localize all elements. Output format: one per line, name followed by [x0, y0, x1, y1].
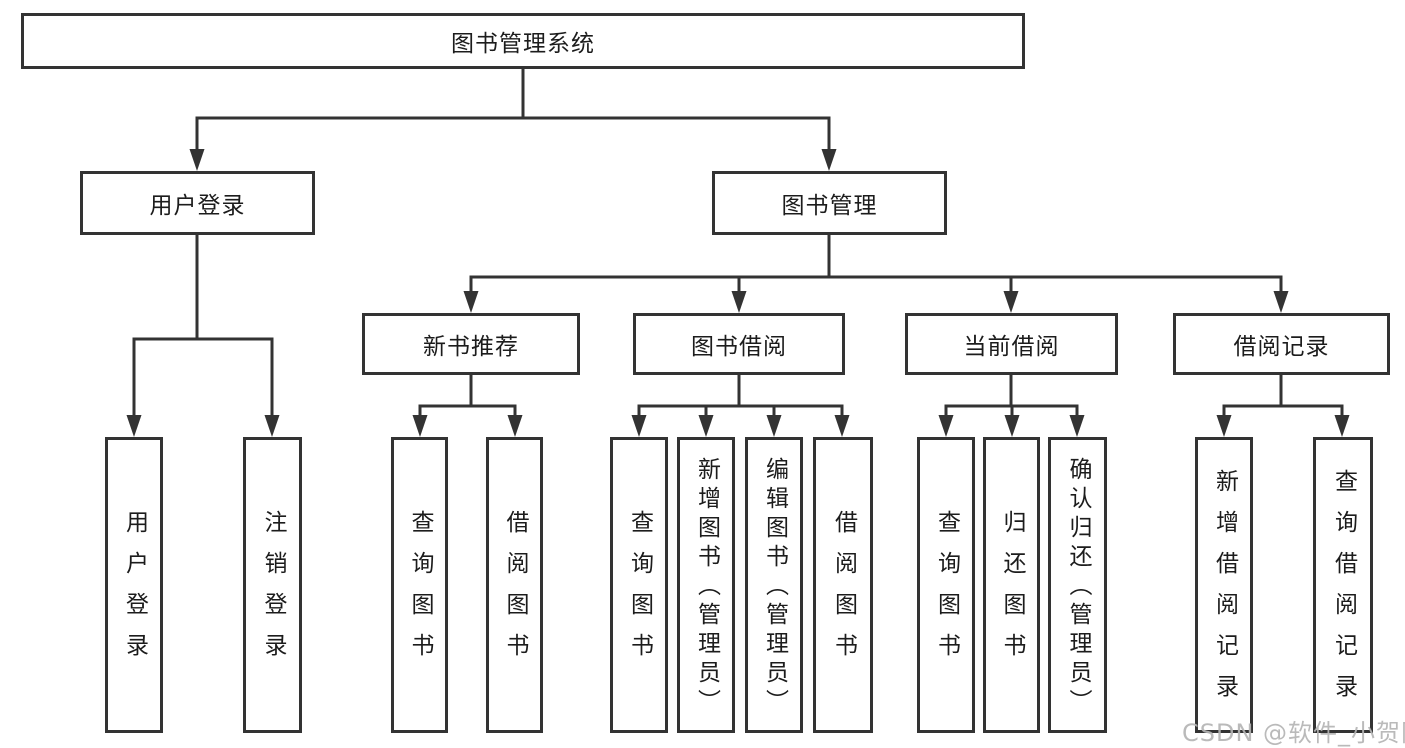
leaf-edit-book-admin-label: 编辑图书（管理员）: [761, 456, 788, 718]
leaf-borrow-query-books: 查询图书: [610, 437, 668, 733]
leaf-query-borrow-record-label: 查询借阅记录: [1330, 469, 1357, 715]
leaf-return-book: 归还图书: [983, 437, 1040, 733]
leaf-add-borrow-record: 新增借阅记录: [1195, 437, 1253, 733]
node-branch-user-login: 用户登录: [80, 171, 315, 235]
leaf-borrow-query-books-label: 查询图书: [626, 510, 653, 674]
node-current-borrow: 当前借阅: [905, 313, 1118, 375]
node-root-library-system: 图书管理系统: [21, 13, 1025, 69]
leaf-borrow-borrow-books-label: 借阅图书: [830, 510, 857, 674]
leaf-current-query-books: 查询图书: [917, 437, 975, 733]
leaf-logout: 注销登录: [243, 437, 302, 733]
leaf-add-book-admin-label: 新增图书（管理员）: [693, 456, 720, 718]
leaf-user-login: 用户登录: [105, 437, 163, 733]
leaf-logout-label: 注销登录: [260, 510, 286, 674]
leaf-recommend-borrow-books-label: 借阅图书: [502, 510, 528, 674]
leaf-current-query-books-label: 查询图书: [933, 510, 960, 674]
leaf-edit-book-admin: 编辑图书（管理员）: [745, 437, 803, 733]
leaf-recommend-query-books: 查询图书: [391, 437, 448, 733]
leaf-confirm-return-admin: 确认归还（管理员）: [1048, 437, 1107, 733]
leaf-add-borrow-record-label: 新增借阅记录: [1211, 469, 1238, 715]
leaf-query-borrow-record: 查询借阅记录: [1313, 437, 1373, 733]
leaf-confirm-return-admin-label: 确认归还（管理员）: [1065, 456, 1091, 718]
node-book-borrow: 图书借阅: [633, 313, 845, 375]
leaf-recommend-borrow-books: 借阅图书: [486, 437, 543, 733]
leaf-recommend-query-books-label: 查询图书: [407, 510, 433, 674]
leaf-borrow-borrow-books: 借阅图书: [813, 437, 873, 733]
leaf-user-login-label: 用户登录: [121, 510, 148, 674]
node-borrow-records: 借阅记录: [1173, 313, 1390, 375]
csdn-watermark: CSDN @软件_小贺同学: [1182, 719, 1405, 747]
node-branch-book-management: 图书管理: [712, 171, 947, 235]
node-new-book-recommend: 新书推荐: [362, 313, 580, 375]
leaf-return-book-label: 归还图书: [999, 510, 1025, 674]
leaf-add-book-admin: 新增图书（管理员）: [677, 437, 735, 733]
